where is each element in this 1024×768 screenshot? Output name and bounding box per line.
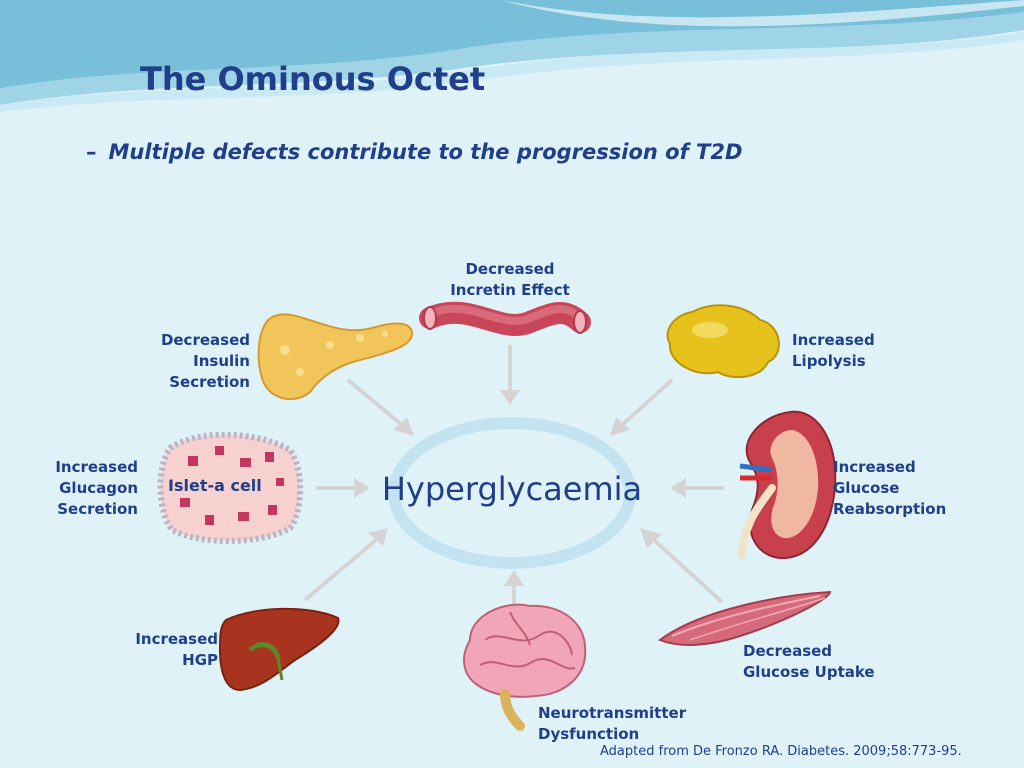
label-line: Decreased bbox=[465, 260, 555, 278]
page-subtitle: –Multiple defects contribute to the prog… bbox=[86, 140, 742, 164]
page-title: The Ominous Octet bbox=[140, 60, 486, 98]
islet-cell-icon bbox=[157, 431, 304, 544]
liver-icon bbox=[218, 607, 340, 692]
label-glucagon: Increased Glucagon Secretion bbox=[0, 457, 138, 520]
label-reabsorption: Increased Glucose Reabsorption bbox=[833, 457, 1013, 520]
arrow-reabsorption bbox=[670, 478, 724, 498]
arrow-glucagon bbox=[316, 478, 370, 498]
arrow-hgp bbox=[303, 528, 388, 602]
label-line: Insulin bbox=[193, 352, 250, 370]
label-line: Increased bbox=[792, 331, 875, 349]
label-line: Dysfunction bbox=[538, 725, 640, 743]
label-line: Lipolysis bbox=[792, 352, 866, 370]
islet-cell-label: Islet-a cell bbox=[168, 476, 262, 495]
label-incretin: Decreased Incretin Effect bbox=[390, 259, 630, 301]
arrow-lipolysis bbox=[610, 378, 674, 436]
intestine-icon bbox=[419, 301, 591, 336]
label-line: Decreased bbox=[743, 642, 833, 660]
pancreas-icon bbox=[257, 313, 414, 401]
label-lipolysis: Increased Lipolysis bbox=[792, 330, 1024, 372]
label-insulin: Decreased Insulin Secretion bbox=[10, 330, 250, 393]
label-line: HGP bbox=[182, 651, 218, 669]
label-line: Increased bbox=[135, 630, 218, 648]
label-line: Secretion bbox=[57, 500, 138, 518]
label-line: Neurotransmitter bbox=[538, 704, 687, 722]
label-line: Increased bbox=[55, 458, 138, 476]
label-line: Secretion bbox=[169, 373, 250, 391]
muscle-icon bbox=[657, 590, 832, 646]
label-line: Increased bbox=[833, 458, 916, 476]
label-uptake: Decreased Glucose Uptake bbox=[743, 641, 983, 683]
subtitle-dash: – bbox=[86, 140, 97, 164]
kidney-icon bbox=[738, 410, 837, 560]
citation: Adapted from De Fronzo RA. Diabetes. 200… bbox=[600, 744, 962, 759]
label-line: Incretin Effect bbox=[450, 281, 570, 299]
subtitle-text: Multiple defects contribute to the progr… bbox=[108, 140, 743, 164]
hyperglycaemia-ring bbox=[388, 417, 636, 569]
adipose-icon bbox=[666, 304, 780, 379]
arrow-uptake bbox=[640, 528, 724, 604]
label-line: Reabsorption bbox=[833, 500, 947, 518]
label-line: Decreased bbox=[160, 331, 250, 349]
arrow-incretin bbox=[500, 345, 520, 405]
arrows bbox=[303, 345, 724, 612]
label-line: Glucose Uptake bbox=[743, 663, 875, 681]
arrow-insulin bbox=[346, 378, 414, 436]
brain-icon bbox=[462, 603, 587, 731]
label-line: Glucose bbox=[833, 479, 900, 497]
label-neuro: Neurotransmitter Dysfunction bbox=[538, 703, 778, 745]
label-hgp: Increased HGP bbox=[0, 629, 218, 671]
hyperglycaemia-label: Hyperglycaemia bbox=[381, 470, 643, 508]
label-line: Glucagon bbox=[59, 479, 138, 497]
